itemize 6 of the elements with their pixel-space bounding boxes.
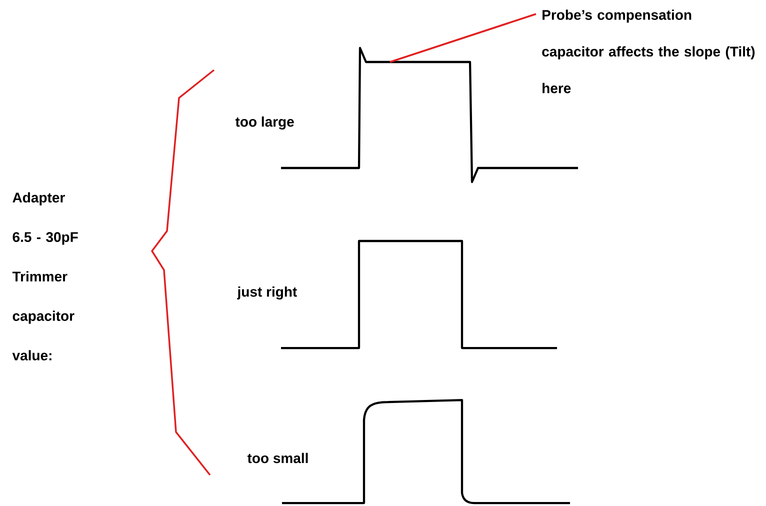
label-text: just right (237, 286, 297, 300)
label-text: too large (235, 116, 294, 130)
label-text: Adapter 6.5 - 30pF Trimmer capacitor value: (12, 192, 78, 360)
callout-text: Probe’s compensation capacitor affects the slope (Tilt) here (542, 10, 755, 94)
label-text: too small (247, 452, 308, 464)
leader-line (390, 13, 536, 63)
